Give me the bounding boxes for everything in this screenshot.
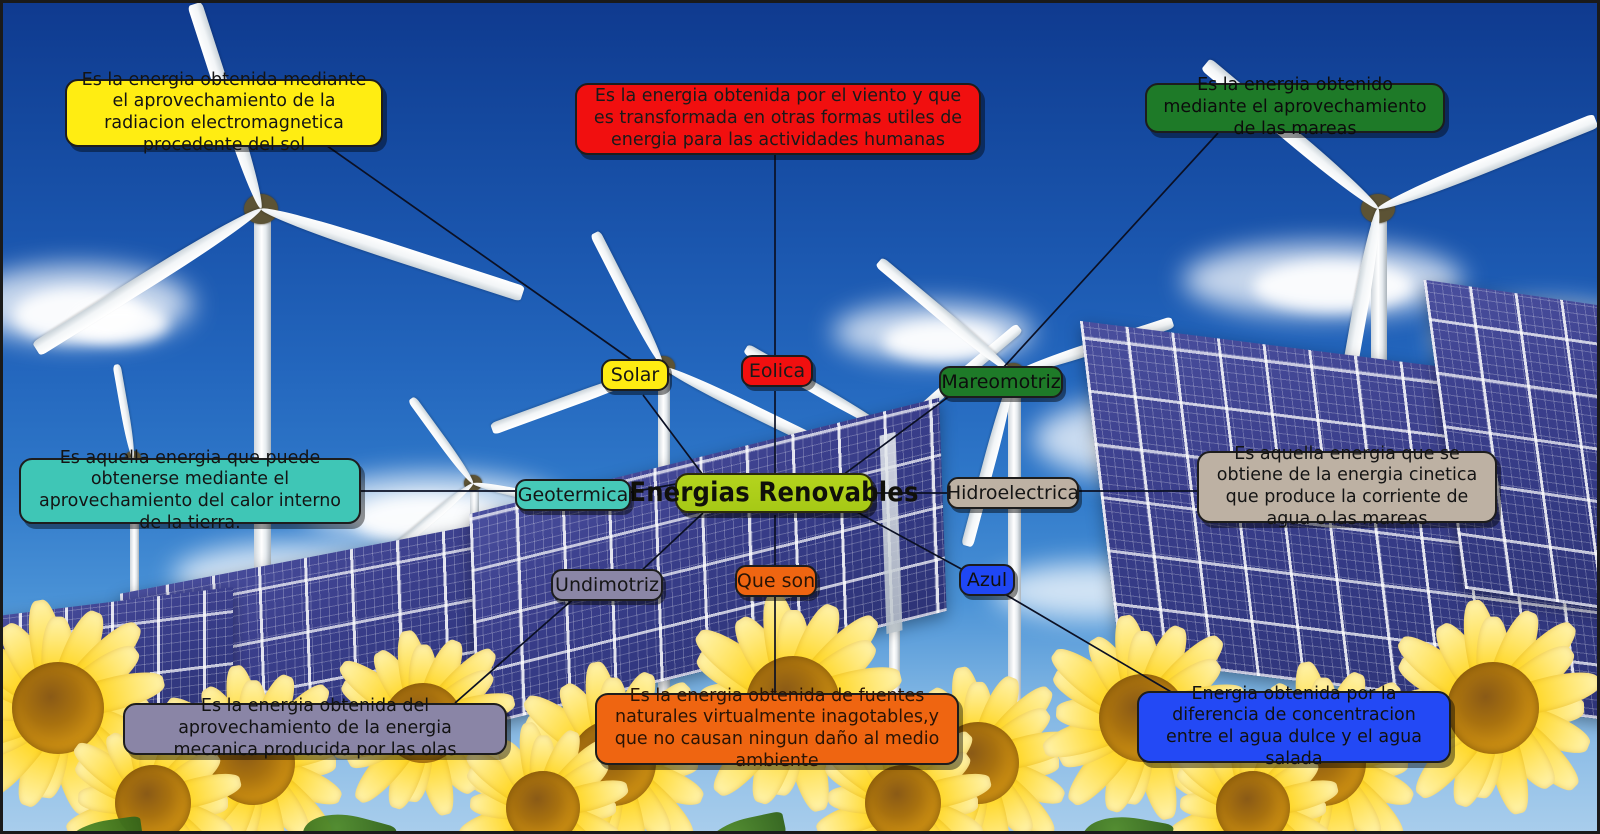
- node-geotermica[interactable]: Geotermica: [515, 479, 631, 511]
- node-geotermica-label: Geotermica: [517, 483, 629, 506]
- description-hidroelectrica[interactable]: Es aquella energia que se obtiene de la …: [1197, 444, 1497, 529]
- node-azul-label: Azul: [966, 568, 1008, 591]
- description-undimotriz-text: Es la energia obtenida del aprovechamien…: [173, 696, 457, 760]
- description-que-son[interactable]: Es la energia obtenida de fuentes natura…: [595, 686, 959, 771]
- sunflower: [58, 708, 248, 831]
- node-que-son[interactable]: Que son: [735, 565, 817, 597]
- node-hidroelectrica-label: Hidroelectrica: [946, 481, 1080, 504]
- description-mareomotriz-text: Es la energia obtenido mediante el aprov…: [1163, 75, 1427, 139]
- description-azul[interactable]: Energia obtenida por la diferencia de co…: [1137, 684, 1451, 769]
- node-eolica-label: Eolica: [748, 359, 806, 382]
- node-solar[interactable]: Solar: [601, 359, 669, 391]
- node-solar-label: Solar: [610, 363, 660, 386]
- description-eolica-text: Es la energia obtenida por el viento y q…: [593, 86, 963, 150]
- node-hidroelectrica[interactable]: Hidroelectrica: [947, 477, 1079, 509]
- node-que-son-label: Que son: [736, 569, 816, 592]
- description-mareomotriz[interactable]: Es la energia obtenido mediante el aprov…: [1145, 75, 1445, 139]
- node-mareomotriz[interactable]: Mareomotriz: [939, 366, 1063, 398]
- description-eolica[interactable]: Es la energia obtenida por el viento y q…: [575, 83, 981, 155]
- central-node-label: Energias Renovables: [629, 476, 919, 508]
- description-geotermica-text: Es aquella energia que puede obtenerse m…: [38, 447, 342, 533]
- sunflower: [1378, 593, 1597, 823]
- description-geotermica[interactable]: Es aquella energia que puede obtenerse m…: [19, 448, 361, 533]
- node-undimotriz[interactable]: Undimotriz: [551, 569, 663, 601]
- description-azul-text: Energia obtenida por la diferencia de co…: [1165, 683, 1423, 769]
- node-undimotriz-label: Undimotriz: [555, 573, 659, 596]
- description-solar[interactable]: Es la energia obtenida mediante el aprov…: [65, 70, 383, 155]
- sunflower: [451, 716, 636, 831]
- central-node-energias-renovables[interactable]: Energias Renovables: [629, 473, 918, 513]
- sunflower: [808, 708, 998, 831]
- description-hidroelectrica-text: Es aquella energia que se obtiene de la …: [1216, 443, 1478, 529]
- description-que-son-text: Es la energia obtenida de fuentes natura…: [614, 685, 940, 771]
- node-eolica[interactable]: Eolica: [741, 355, 813, 387]
- description-undimotriz[interactable]: Es la energia obtenida del aprovechamien…: [123, 696, 507, 760]
- description-solar-text: Es la energia obtenida mediante el aprov…: [81, 69, 367, 155]
- sunflower: [1161, 716, 1346, 831]
- node-mareomotriz-label: Mareomotriz: [941, 370, 1061, 393]
- node-azul[interactable]: Azul: [959, 564, 1015, 596]
